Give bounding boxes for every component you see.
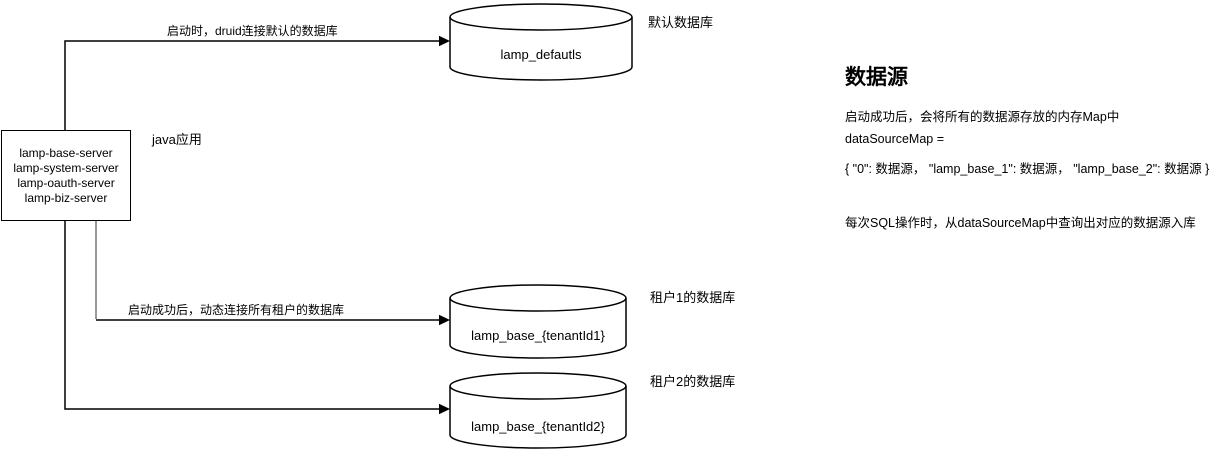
app-box-line-3: lamp-oauth-server (17, 175, 115, 190)
db-name-default: lamp_defautls (500, 47, 582, 62)
connector-tenant1-db (95, 221, 450, 326)
connector-tenant2-db (64, 221, 450, 415)
connector-default-db (64, 35, 450, 130)
arrowhead-tenant1-db (439, 314, 450, 326)
notes-line-4: 每次SQL操作时，从dataSourceMap中查询出对应的数据源入库 (845, 216, 1196, 230)
database-cylinder-tenant1 (449, 284, 627, 359)
database-cylinder-tenant2 (449, 372, 627, 449)
db-label-default: 默认数据库 (648, 15, 714, 30)
notes-line-3: { "0": 数据源， "lamp_base_1": 数据源， "lamp_ba… (845, 162, 1210, 176)
app-box-line-2: lamp-system-server (13, 160, 119, 175)
app-box-line-1: lamp-base-server (19, 145, 113, 160)
notes-line-2: dataSourceMap = (845, 132, 945, 146)
app-box-line-4: lamp-biz-server (24, 190, 108, 205)
connector-default-db-label: 启动时，druid连接默认的数据库 (167, 24, 338, 38)
notes-line-1: 启动成功后，会将所有的数据源存放的内存Map中 (845, 110, 1120, 124)
java-app-label: java应用 (152, 132, 202, 147)
database-cylinder-default (449, 3, 633, 81)
arrowhead-default-db (439, 35, 450, 47)
db-name-tenant2: lamp_base_{tenantId2} (471, 419, 605, 434)
notes-title: 数据源 (845, 66, 908, 89)
java-app-box: lamp-base-server lamp-system-server lamp… (1, 130, 131, 221)
arrowhead-tenant2-db (439, 403, 450, 415)
connector-tenant-db-label: 启动成功后，动态连接所有租户的数据库 (128, 303, 345, 317)
db-name-tenant1: lamp_base_{tenantId1} (471, 328, 605, 343)
db-label-tenant2: 租户2的数据库 (650, 374, 736, 389)
db-label-tenant1: 租户1的数据库 (650, 290, 736, 305)
